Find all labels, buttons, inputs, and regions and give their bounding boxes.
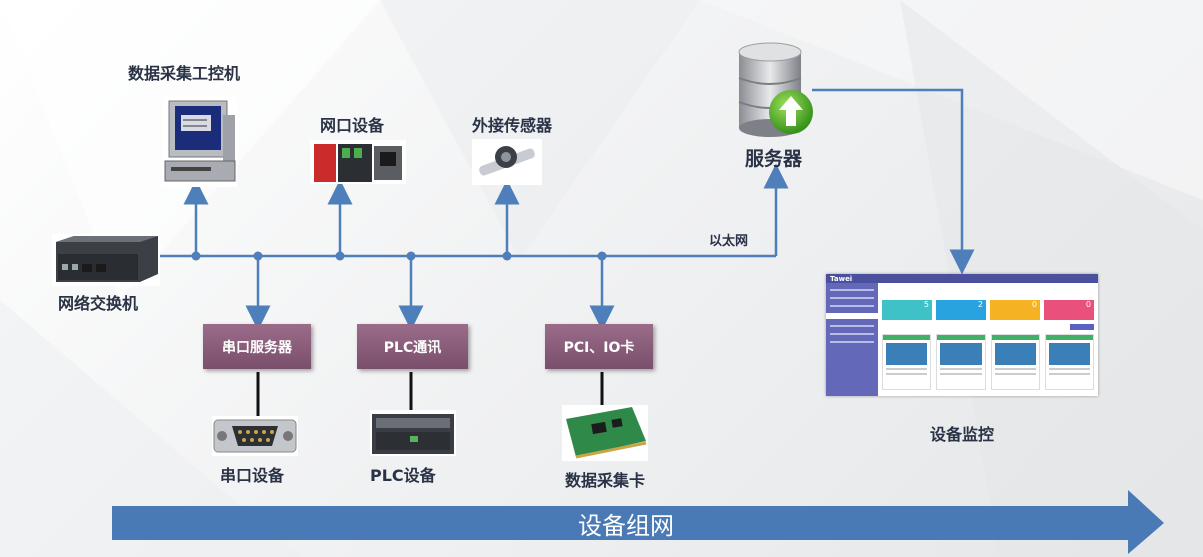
- plc-device-label: PLC设备: [370, 466, 436, 485]
- dashboard-device-cards: [882, 334, 1094, 390]
- acquisition-card-icon: [562, 405, 648, 461]
- device-card: [990, 334, 1040, 390]
- monitoring-dashboard: Tawei 5 2 0 0: [826, 274, 1098, 396]
- dashboard-header: Tawei: [826, 274, 1098, 283]
- ethernet-label: 以太网: [709, 234, 749, 249]
- dashboard-stats: 5 2 0 0: [882, 300, 1094, 320]
- network-device-label: 网口设备: [320, 116, 385, 135]
- stat-tile: 5: [882, 300, 932, 320]
- plc-comm-box: PLC通讯: [357, 324, 468, 369]
- network-switch-icon: [52, 234, 160, 286]
- banner-label: 设备组网: [578, 512, 674, 540]
- server-label: 服务器: [745, 148, 803, 170]
- collector-pc-label: 数据采集工控机: [128, 64, 241, 83]
- device-card: [936, 334, 986, 390]
- dashboard-brand: Tawei: [830, 274, 853, 283]
- network-switch-label: 网络交换机: [58, 294, 139, 313]
- stat-tile: 2: [936, 300, 986, 320]
- pci-io-box: PCI、IO卡: [545, 324, 653, 369]
- serial-server-box: 串口服务器: [203, 324, 311, 369]
- banner-arrow: [112, 490, 1164, 554]
- network-device-icon: [310, 140, 406, 184]
- acquisition-card-label: 数据采集卡: [565, 471, 646, 490]
- stat-tile: 0: [990, 300, 1040, 320]
- serial-device-label: 串口设备: [220, 466, 285, 485]
- device-monitor-label: 设备监控: [930, 425, 995, 444]
- dashboard-sidebar: [826, 283, 878, 396]
- server-database-icon: [738, 42, 813, 137]
- plc-device-icon: [370, 410, 456, 456]
- device-card: [1044, 334, 1094, 390]
- industrial-pc-icon: [163, 97, 237, 187]
- stat-tile: 0: [1044, 300, 1094, 320]
- dashboard-toolbar: [882, 324, 1094, 330]
- device-card: [882, 334, 932, 390]
- serial-port-icon: [212, 416, 298, 456]
- external-sensor-label: 外接传感器: [472, 116, 553, 135]
- sensor-icon: [472, 139, 542, 185]
